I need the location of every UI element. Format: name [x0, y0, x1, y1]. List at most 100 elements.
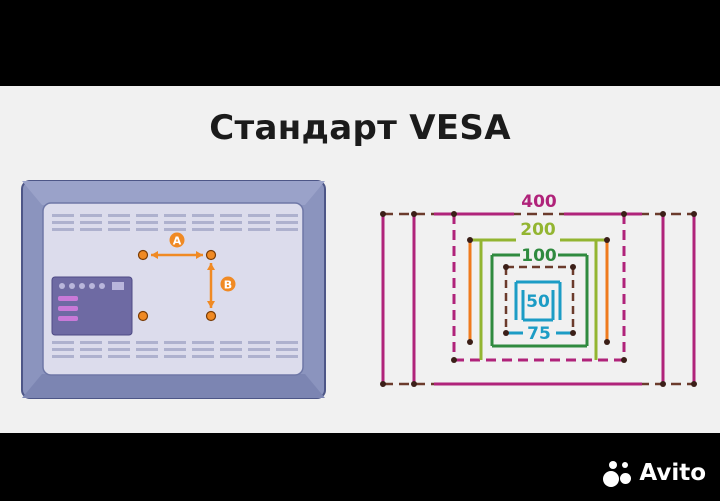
vent-slat [80, 228, 102, 231]
vent-slat [276, 214, 298, 217]
vent-slat [136, 348, 158, 351]
size-label-50: 50 [526, 292, 550, 312]
io-port [69, 283, 75, 289]
size-label-75: 75 [527, 324, 551, 344]
arrowhead-icon [207, 301, 215, 308]
avito-watermark: Avito [603, 458, 706, 488]
vent-slat [52, 341, 74, 344]
mount-hole [205, 249, 217, 261]
avito-dots-icon [603, 459, 633, 487]
badge-b [220, 276, 236, 292]
frame-200 [470, 238, 607, 360]
vent-slat [248, 341, 270, 344]
top-black-bar [0, 0, 720, 86]
vent-slat [276, 221, 298, 224]
vent-slat [220, 214, 242, 217]
vent-slat [276, 355, 298, 358]
hole-dots [380, 211, 697, 387]
vent-slat [164, 214, 186, 217]
size-label-400: 400 [521, 192, 557, 212]
vent-slat [80, 355, 102, 358]
vent-slat [192, 221, 214, 224]
io-port [79, 283, 85, 289]
badge-a [169, 232, 185, 248]
vent-slat [248, 348, 270, 351]
io-port [59, 283, 65, 289]
vent-slat [192, 228, 214, 231]
vent-slat [164, 228, 186, 231]
vent-slat [220, 341, 242, 344]
vent-slat [80, 341, 102, 344]
mount-hole [205, 310, 217, 322]
vent-slat [136, 341, 158, 344]
vent-slat [136, 221, 158, 224]
monitor-bevel-bottom [22, 374, 325, 398]
vent-slat [108, 348, 130, 351]
vent-slat [192, 348, 214, 351]
vent-slat [136, 214, 158, 217]
frame-300 [452, 214, 626, 362]
vent-slat [164, 341, 186, 344]
vent-slat [108, 341, 130, 344]
vent-slat [136, 228, 158, 231]
vent-slat [220, 355, 242, 358]
vent-slat [248, 228, 270, 231]
vent-slat [52, 221, 74, 224]
size-label-200: 200 [520, 220, 556, 240]
bottom-black-bar [0, 433, 720, 501]
io-slot [58, 296, 78, 301]
vent-slat [80, 214, 102, 217]
vent-slat [220, 348, 242, 351]
ethernet-port [112, 282, 124, 290]
io-slot [58, 306, 78, 311]
vent-slat [164, 348, 186, 351]
vent-slat [108, 228, 130, 231]
vent-slat [276, 341, 298, 344]
vent-slat [192, 355, 214, 358]
vent-slat [276, 228, 298, 231]
frame-50 [521, 290, 555, 322]
vent-slat [220, 228, 242, 231]
page-title: Стандарт VESA [209, 108, 511, 148]
size-label-100: 100 [521, 246, 557, 266]
arrowhead-icon [207, 263, 215, 270]
frame-200-orange [468, 240, 609, 342]
vent-slat [52, 355, 74, 358]
vent-slat [52, 348, 74, 351]
frame-100-inner [504, 265, 575, 333]
vent-slat [80, 348, 102, 351]
vent-slat [108, 214, 130, 217]
frame-400 [381, 212, 696, 386]
vent-grille-top [52, 214, 298, 231]
vent-slat [52, 214, 74, 217]
vent-slat [276, 348, 298, 351]
vent-slat [248, 214, 270, 217]
arrowhead-icon [151, 251, 158, 259]
vent-slat [108, 355, 130, 358]
vent-grille-bottom [52, 341, 298, 358]
vent-slat [248, 221, 270, 224]
monitor-bevel-top [22, 181, 325, 205]
io-port [89, 283, 95, 289]
vent-slat [164, 221, 186, 224]
vent-slat [108, 221, 130, 224]
badge-a-label: A [173, 235, 182, 248]
vent-slat [192, 341, 214, 344]
io-ports [59, 282, 124, 290]
io-port [99, 283, 105, 289]
avito-watermark-text: Avito [639, 460, 706, 486]
vent-slat [80, 221, 102, 224]
frame-100 [490, 253, 589, 348]
vent-slat [220, 221, 242, 224]
vent-slat [136, 355, 158, 358]
mount-hole [137, 310, 149, 322]
vent-slat [52, 228, 74, 231]
io-slot [58, 316, 78, 321]
badge-b-label: B [224, 279, 232, 292]
vent-slat [248, 355, 270, 358]
vent-slat [164, 355, 186, 358]
arrowhead-icon [196, 251, 203, 259]
vent-slat [192, 214, 214, 217]
